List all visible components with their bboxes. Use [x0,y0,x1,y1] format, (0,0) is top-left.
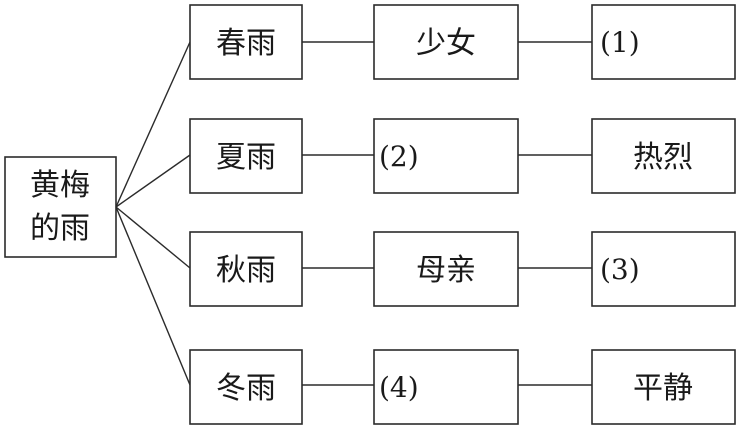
right-label-winter: 平静 [633,371,693,406]
middle-label-summer: (2) [379,140,419,173]
season-label-winter: 冬雨 [216,371,276,406]
right-box-spring [591,4,736,80]
branch-connector-spring [115,41,191,208]
right-box-summer [591,118,736,194]
season-box-spring [189,4,303,80]
branch-connector-summer [115,154,191,208]
middle-label-spring: 少女 [416,26,476,61]
right-label-summer: 热烈 [633,140,693,175]
root-box [4,156,117,258]
root-label-line2: 的雨 [30,211,90,246]
row-autumn: 秋雨 母亲 (3) [189,231,736,307]
season-label-autumn: 秋雨 [216,253,276,288]
branch-connector-winter [115,206,191,386]
season-box-winter [189,349,303,425]
middle-box-spring [373,4,519,80]
row-summer: 夏雨 (2) 热烈 [189,118,736,194]
middle-label-winter: (4) [379,371,419,404]
middle-label-autumn: 母亲 [416,253,476,288]
right-box-winter [591,349,736,425]
season-box-autumn [189,231,303,307]
season-box-summer [189,118,303,194]
right-box-autumn [591,231,736,307]
root-label-line1: 黄梅 [30,168,90,203]
right-label-autumn: (3) [600,253,640,286]
row-winter: 冬雨 (4) 平静 [189,349,736,425]
middle-box-winter [373,349,519,425]
root-node: 黄梅 的雨 [4,156,117,258]
season-label-summer: 夏雨 [216,140,276,175]
right-label-spring: (1) [600,26,640,59]
row-spring: 春雨 少女 (1) [189,4,736,80]
middle-box-autumn [373,231,519,307]
season-label-spring: 春雨 [216,26,276,61]
branch-connector-autumn [115,206,191,269]
middle-box-summer [373,118,519,194]
